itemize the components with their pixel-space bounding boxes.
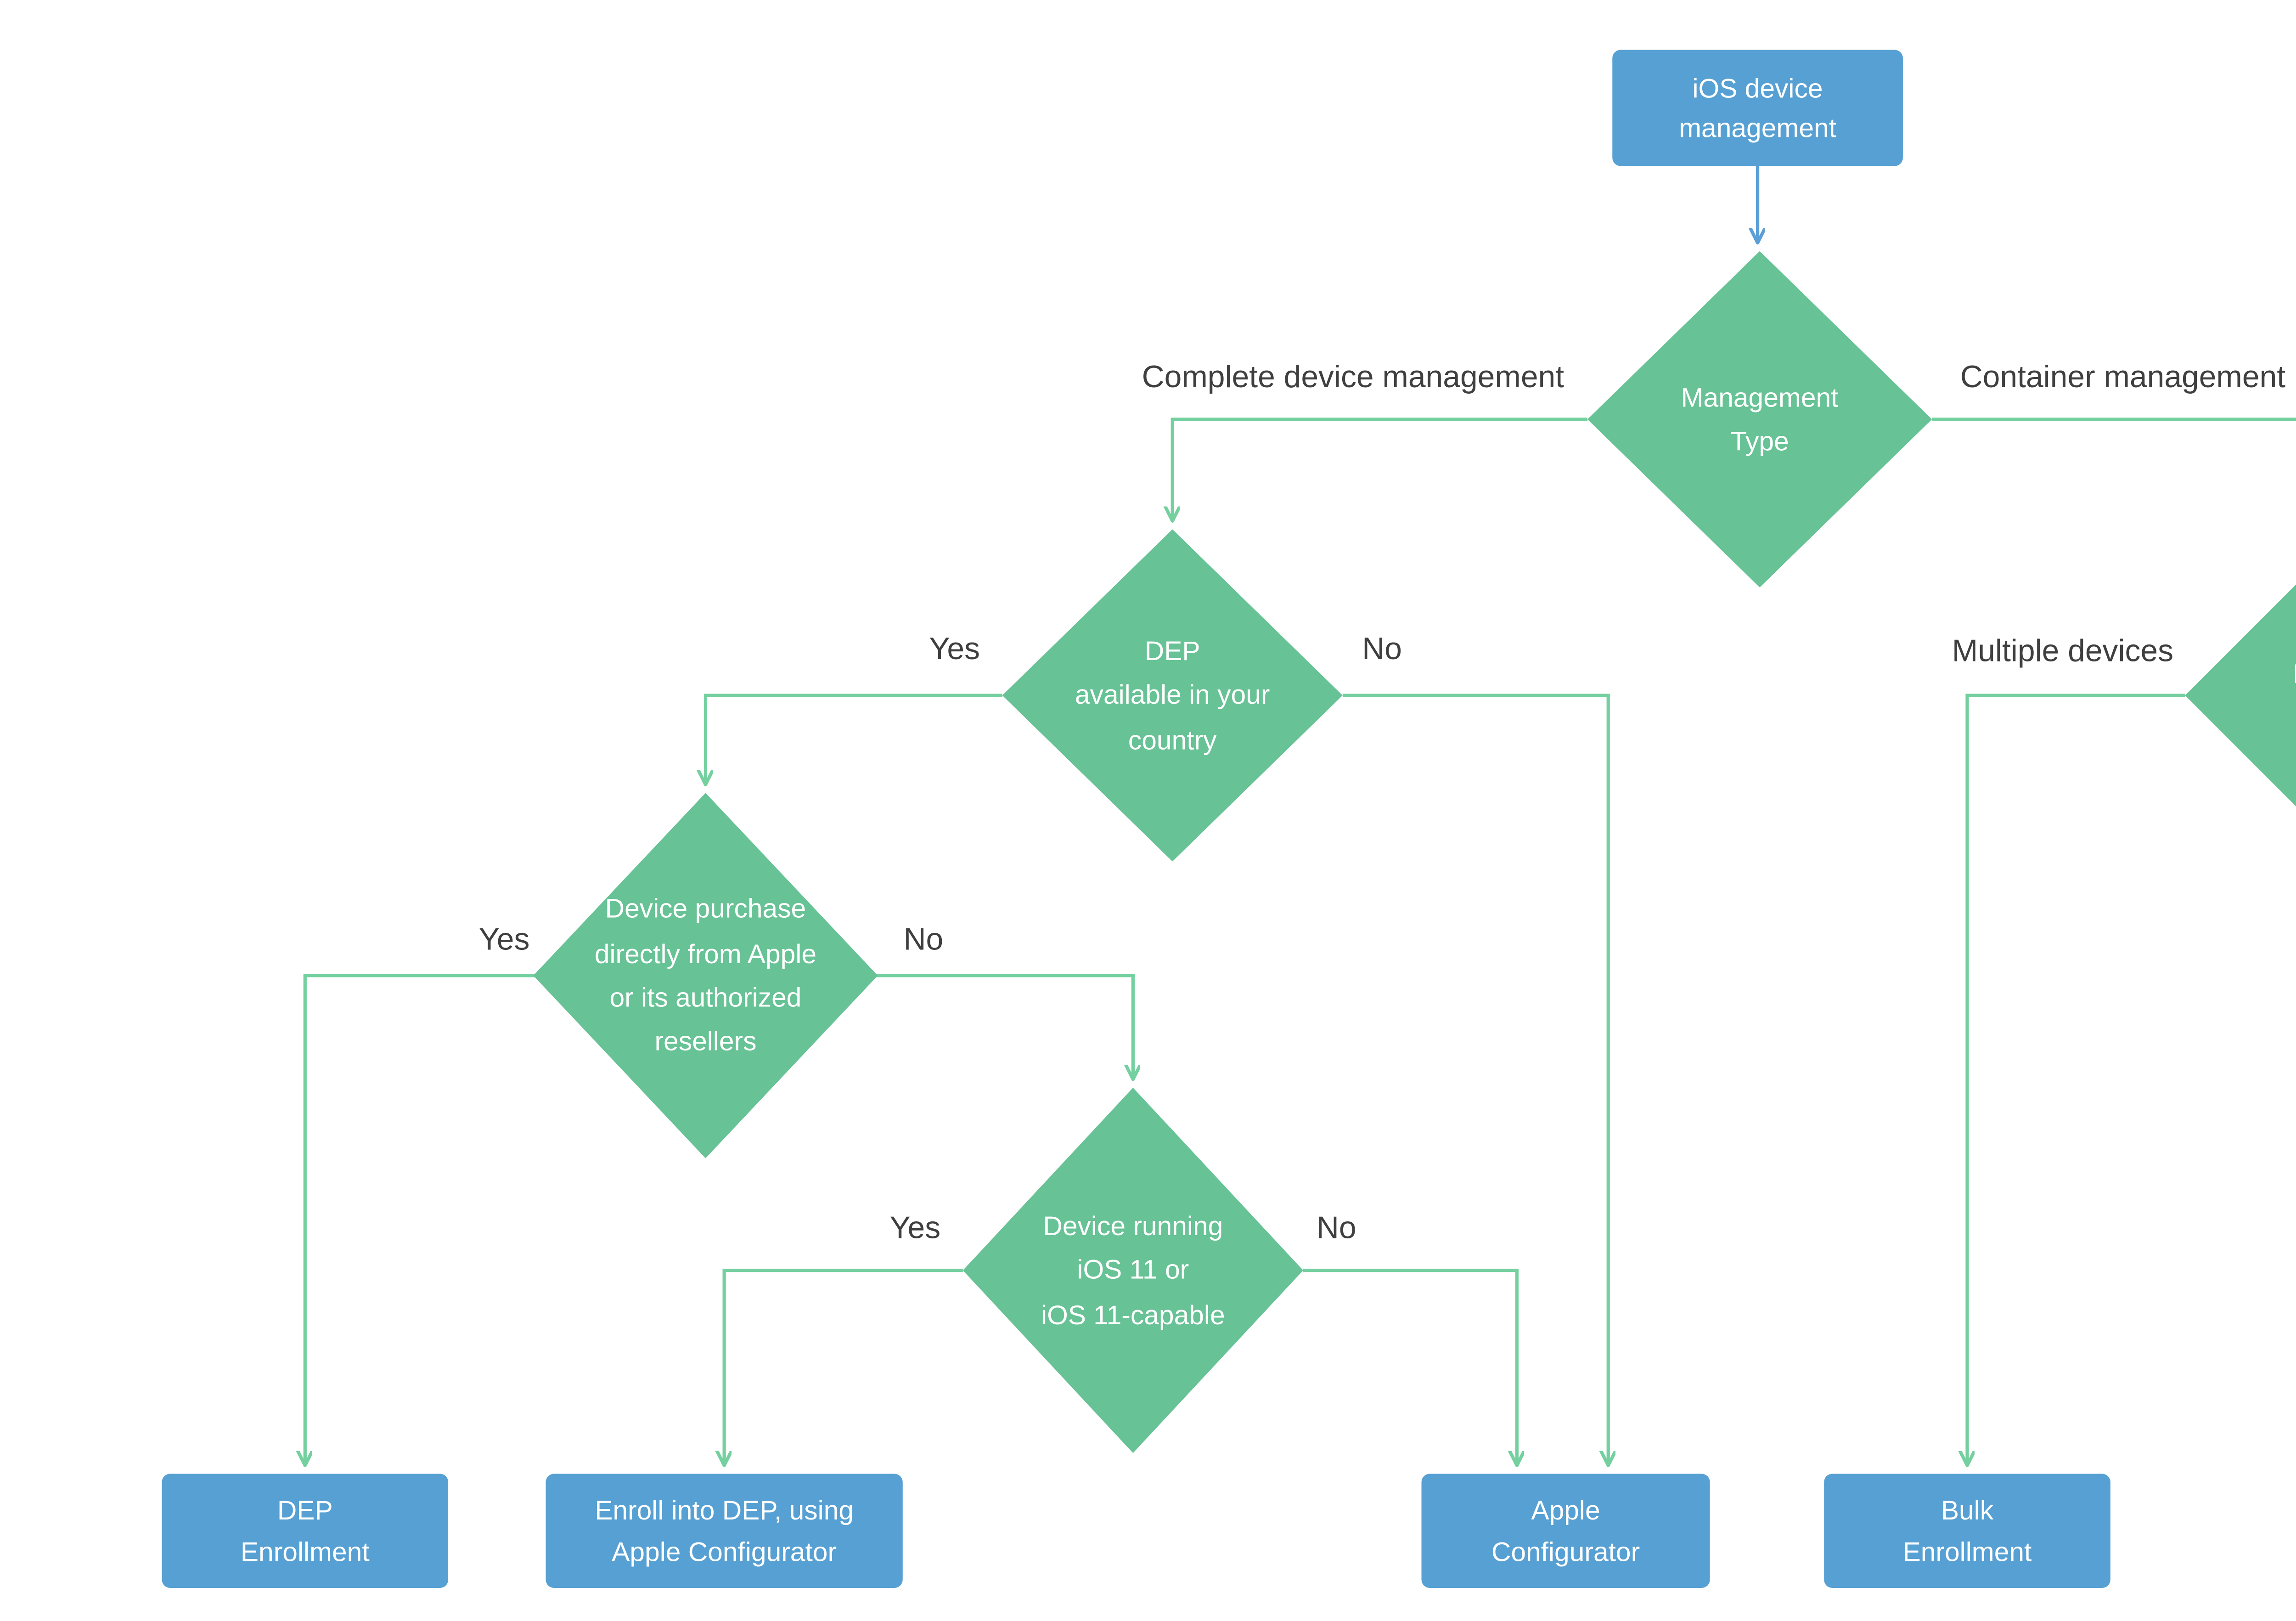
- edge-label-dep-yes: Yes: [929, 632, 980, 667]
- node-bulk-enrollment: Bulk Enrollment: [1824, 1474, 2110, 1588]
- edge-label-multiple-devices: Multiple devices: [1952, 634, 2174, 670]
- edge-label-purchase-no: No: [903, 922, 944, 958]
- node-enroll-into-dep: Enroll into DEP, using Apple Configurato…: [546, 1474, 903, 1588]
- edge-management-container: [1932, 418, 2296, 421]
- edge-label-complete-device-management: Complete device management: [1142, 360, 1564, 395]
- edge-label-purchase-yes: Yes: [478, 922, 530, 958]
- edge-label-ios11-no: No: [1316, 1211, 1356, 1247]
- edge-label-container-management: Container management: [1960, 360, 2286, 395]
- edge-dep-no: [1342, 694, 1608, 1466]
- edge-label-ios11-yes: Yes: [889, 1211, 941, 1247]
- edge-dep-yes: [705, 694, 1002, 785]
- edge-label-dep-no: No: [1362, 632, 1402, 667]
- node-dep-enrollment: DEP Enrollment: [162, 1474, 449, 1588]
- edge-enrollment-multiple: [1967, 694, 2185, 1466]
- edge-ios11-no: [1303, 1269, 1517, 1466]
- edge-purchase-yes: [305, 974, 535, 1465]
- edge-purchase-no: [876, 974, 1133, 1079]
- edge-management-complete: [1172, 418, 1588, 521]
- node-apple-configurator: Apple Configurator: [1421, 1474, 1710, 1588]
- edge-ios11-yes: [724, 1269, 963, 1466]
- node-ios-device-management: iOS device management: [1612, 50, 1903, 166]
